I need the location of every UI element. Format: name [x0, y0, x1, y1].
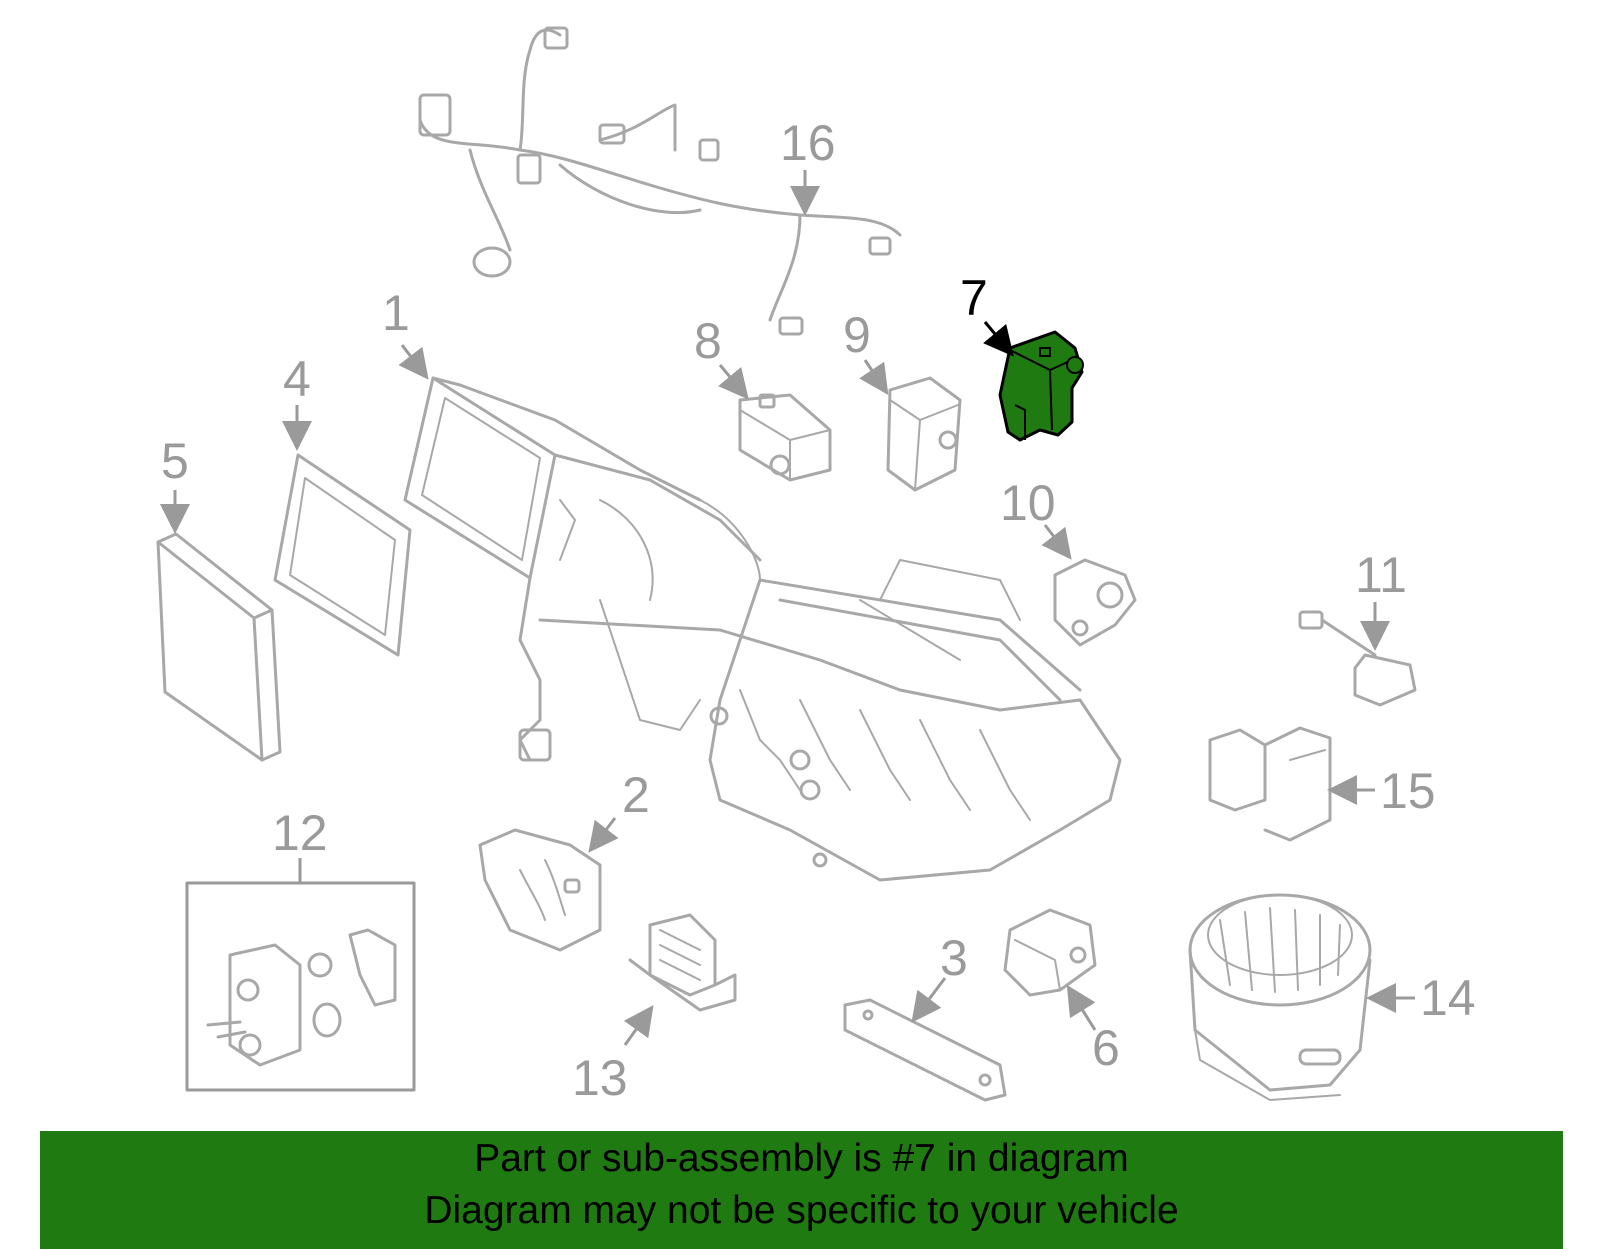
part-12-expansion-valve-kit: [185, 881, 416, 1092]
label-15: 15: [1380, 763, 1436, 819]
label-3: 3: [940, 930, 968, 986]
part-15-blower-housing: [1208, 726, 1332, 842]
part-6-actuator: [1003, 908, 1097, 997]
part-5-cabin-filter: [156, 532, 282, 762]
label-7: 7: [960, 270, 988, 326]
label-4: 4: [283, 351, 311, 407]
part-11-wiring-lead: [1298, 610, 1417, 707]
label-1: 1: [382, 285, 410, 341]
part-1-hvac-housing: [403, 376, 1122, 882]
part-14-blower-motor: [1188, 893, 1372, 1101]
part-8-actuator: [738, 393, 832, 482]
part-16-wiring-harness: [418, 26, 902, 336]
callout-labels: 16 1 4 5 8 9 7 10 11 15 14 2 12 13 3 6: [161, 115, 1476, 1106]
label-11: 11: [1355, 547, 1407, 603]
label-13: 13: [572, 1050, 628, 1106]
part-9-actuator: [886, 376, 962, 492]
part-3-bracket: [843, 998, 1007, 1102]
banner-line-part-info: Part or sub-assembly is #7 in diagram: [474, 1137, 1129, 1180]
part-10-sensor: [1053, 558, 1137, 647]
banner-line-disclaimer: Diagram may not be specific to your vehi…: [424, 1189, 1179, 1232]
label-5: 5: [161, 433, 189, 489]
part-4-filter-frame: [273, 453, 412, 657]
label-9: 9: [843, 307, 871, 363]
label-2: 2: [622, 767, 650, 823]
label-6: 6: [1092, 1020, 1120, 1076]
part-13-resistor: [628, 913, 737, 1012]
label-10: 10: [1000, 475, 1056, 531]
label-12: 12: [272, 805, 328, 861]
label-8: 8: [694, 313, 722, 369]
part-7-actuator-highlighted: [998, 330, 1084, 442]
label-14: 14: [1420, 970, 1476, 1026]
label-16: 16: [780, 115, 836, 171]
info-banner: Part or sub-assembly is #7 in diagram Di…: [40, 1131, 1563, 1249]
leader-lines: [160, 170, 1415, 1046]
part-2-seal: [478, 828, 602, 952]
